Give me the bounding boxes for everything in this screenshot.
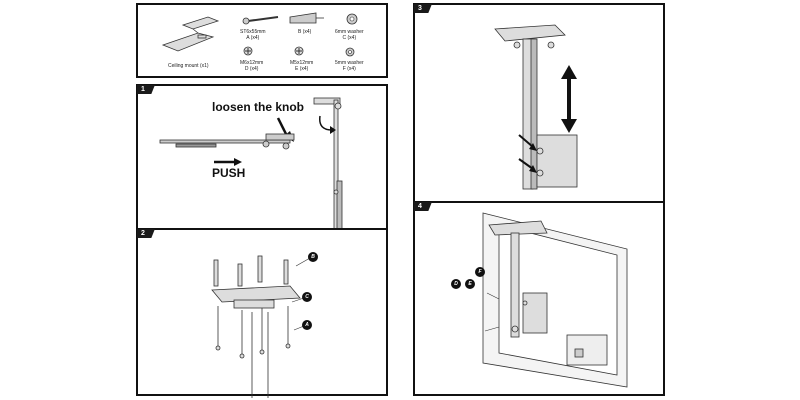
step-4-illustration <box>482 212 628 388</box>
step-3-tag: 3 <box>414 4 432 13</box>
label-part-a: ST6x55mm A (x4) <box>240 29 266 41</box>
step-2-panel: 2 B C A <box>136 228 388 398</box>
label-part-b: B (x4) <box>298 29 312 35</box>
label-part-f: 5mm washer F (x4) <box>335 60 364 72</box>
push-label: PUSH <box>212 166 246 180</box>
label-part-e: M5x12mm E (x4) <box>290 60 314 72</box>
loosen-knob-label: loosen the knob <box>212 100 305 114</box>
anchor-b <box>289 12 324 24</box>
screw-a <box>242 16 279 25</box>
callout-a: A <box>302 320 312 330</box>
step-1-illustration <box>159 97 343 232</box>
step-1-tag: 1 <box>137 85 155 94</box>
ceiling-mount-illustration <box>161 12 358 57</box>
step-3-panel: 3 <box>413 3 665 203</box>
step-1-panel: 1 loosen the knob PUSH <box>136 84 388 232</box>
step-4-tag: 4 <box>414 202 432 211</box>
label-part-c: 6mm washer C (x4) <box>335 29 364 41</box>
parts-panel: Ceiling mount (x1) ST6x55mm A (x4) B (x4… <box>136 3 388 78</box>
callout-d: D <box>451 279 461 289</box>
step-2-illustration <box>211 255 311 398</box>
callout-b: B <box>308 252 318 262</box>
step-4-panel: 4 F D E <box>413 201 665 396</box>
label-ceiling-mount: Ceiling mount (x1) <box>168 63 209 69</box>
callout-f: F <box>475 267 485 277</box>
step-3-illustration <box>494 24 578 190</box>
step-2-tag: 2 <box>137 229 155 238</box>
label-part-d: M6x12mm D (x4) <box>240 60 264 72</box>
callout-e: E <box>465 279 475 289</box>
callout-c: C <box>302 292 312 302</box>
